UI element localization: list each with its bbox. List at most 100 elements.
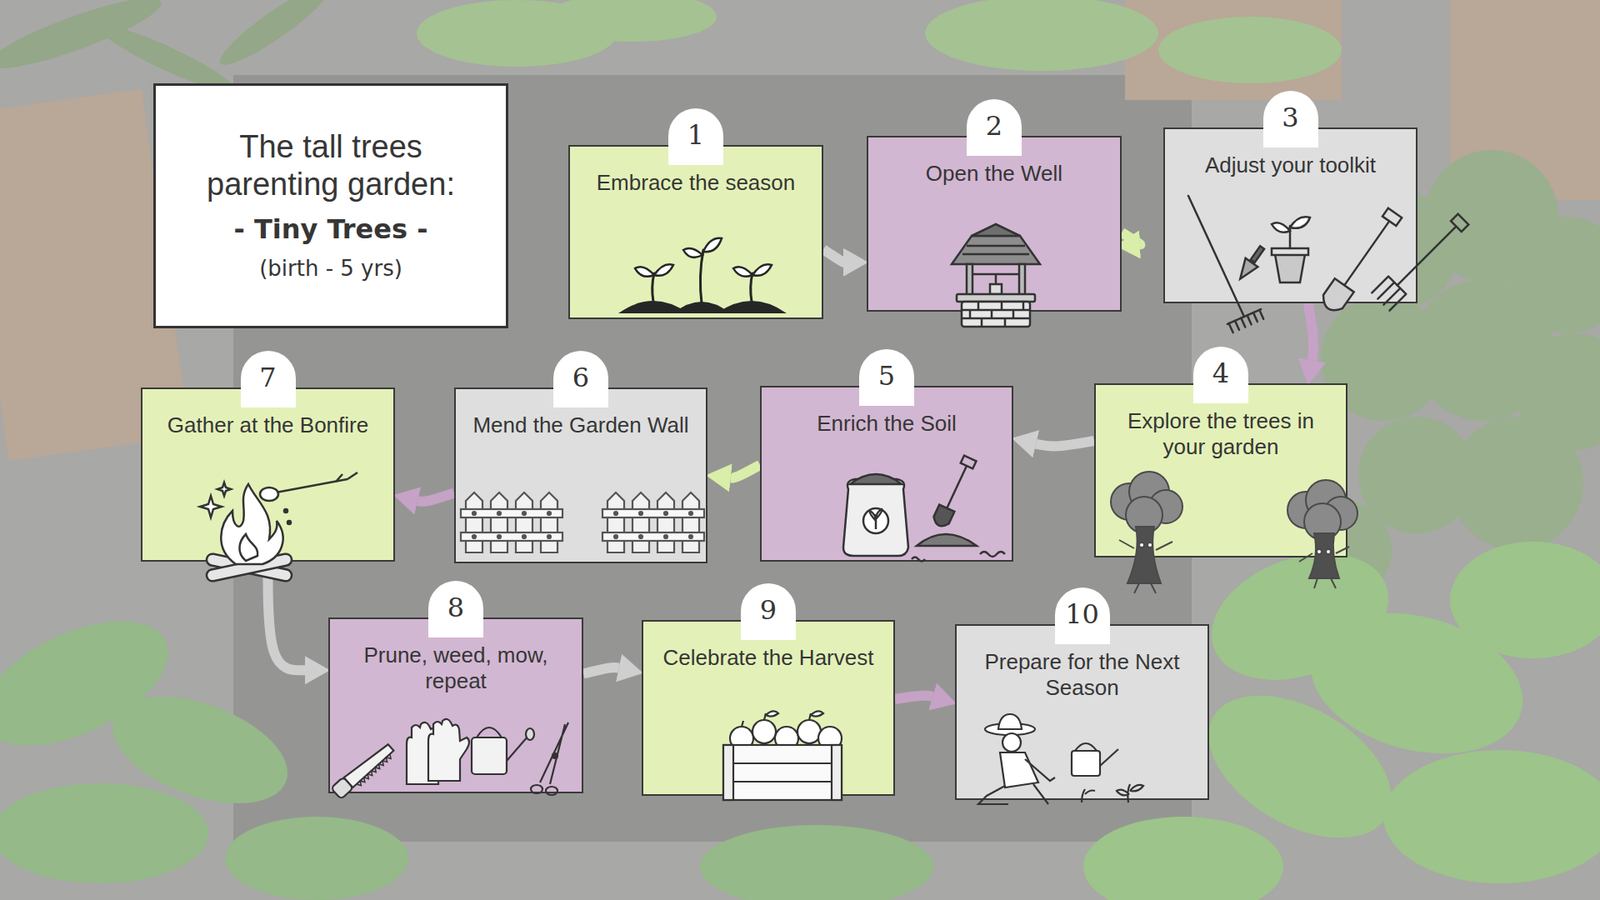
garden-tools-icon bbox=[1450, 214, 1469, 232]
tree-characters-icon bbox=[1110, 471, 1358, 594]
step-number: 6 bbox=[553, 350, 609, 408]
bonfire-icon bbox=[287, 520, 291, 525]
step-box: 9Celebrate the Harvest bbox=[641, 620, 895, 796]
pruning-tools-icon bbox=[525, 728, 535, 740]
step-number: 4 bbox=[1193, 346, 1249, 404]
tree-characters-icon bbox=[1316, 549, 1322, 555]
tree-characters-icon bbox=[1324, 496, 1358, 530]
step-box: 7Gather at the Bonfire bbox=[140, 387, 395, 562]
sprouts-icon bbox=[733, 266, 753, 277]
step-title: Prepare for the Next Season bbox=[966, 649, 1198, 701]
garden-tools-icon bbox=[1271, 222, 1290, 233]
sprouts-icon bbox=[673, 301, 730, 314]
well-icon bbox=[1019, 264, 1025, 296]
gardener-icon bbox=[1033, 784, 1049, 805]
soil-bag-icon bbox=[931, 505, 955, 530]
tree-characters-icon bbox=[1299, 546, 1350, 589]
garden-tools-icon bbox=[1318, 206, 1405, 316]
pruning-tools-icon bbox=[540, 722, 569, 785]
garden-tools-icon bbox=[1382, 208, 1402, 226]
sprouts-icon bbox=[703, 238, 722, 252]
tree-characters-icon bbox=[1287, 480, 1358, 540]
tree-characters-icon bbox=[1287, 491, 1325, 529]
garden-tools-icon bbox=[1234, 243, 1269, 284]
step-number: 9 bbox=[740, 583, 796, 640]
bonfire-icon bbox=[275, 479, 348, 493]
step-box: 1Embrace the season bbox=[568, 145, 824, 320]
tree-characters-icon bbox=[1119, 540, 1173, 594]
bonfire-icon bbox=[284, 509, 288, 513]
sprouts-icon bbox=[752, 264, 772, 276]
soil-bag-icon bbox=[850, 474, 902, 485]
gardener-icon bbox=[978, 714, 1144, 805]
garden-tools-icon bbox=[1290, 216, 1310, 229]
sprouts-icon bbox=[635, 238, 772, 277]
step-number: 10 bbox=[1055, 587, 1110, 645]
step-box: 2Open the Well bbox=[866, 135, 1122, 312]
harvest-crate-icon bbox=[818, 726, 842, 750]
garden-tools-icon bbox=[1227, 309, 1261, 325]
garden-tools-icon bbox=[1229, 310, 1264, 333]
soil-bag-icon bbox=[870, 509, 883, 530]
soil-bag-icon bbox=[916, 534, 977, 546]
sprouts-icon bbox=[618, 300, 689, 314]
tree-characters-icon bbox=[1139, 542, 1145, 548]
harvest-crate-icon bbox=[730, 726, 754, 750]
garden-tools-icon bbox=[1188, 195, 1245, 317]
tree-characters-icon bbox=[1304, 503, 1341, 540]
tree-characters-icon bbox=[1110, 471, 1183, 534]
tree-characters-icon bbox=[1147, 542, 1153, 548]
harvest-crate-icon bbox=[765, 710, 779, 716]
garden-tools-icon bbox=[1371, 276, 1406, 311]
gardener-icon bbox=[1025, 759, 1055, 781]
flow-arrow bbox=[1035, 440, 1095, 447]
sprouts-icon bbox=[750, 273, 753, 302]
tree-characters-icon bbox=[1125, 496, 1163, 534]
pruning-tools-icon bbox=[476, 727, 529, 761]
soil-bag-icon bbox=[960, 455, 977, 470]
step-box: 3Adjust your toolkit bbox=[1163, 127, 1418, 304]
garden-tools-icon bbox=[1188, 195, 1473, 334]
step-title: Gather at the Bonfire bbox=[152, 412, 384, 439]
well-icon bbox=[966, 264, 973, 296]
well-icon bbox=[961, 301, 1030, 327]
pruning-tools-icon bbox=[471, 737, 507, 775]
gardener-icon bbox=[1000, 752, 1039, 788]
flow-arrow bbox=[823, 249, 844, 262]
fence-section bbox=[460, 492, 563, 553]
gardener-icon bbox=[1081, 789, 1095, 803]
soil-bag-icon bbox=[980, 551, 1005, 557]
gardener-icon bbox=[978, 785, 1009, 805]
title-box: The tall trees parenting garden:- Tiny T… bbox=[153, 83, 509, 329]
garden-tools-icon bbox=[1271, 248, 1309, 255]
step-title: Celebrate the Harvest bbox=[653, 645, 884, 671]
tree-characters-icon bbox=[1129, 471, 1170, 512]
tree-characters-icon bbox=[1305, 480, 1346, 520]
step-number: 2 bbox=[966, 99, 1022, 156]
gardener-icon bbox=[1075, 743, 1119, 766]
sprouts-icon bbox=[652, 273, 655, 302]
step-number: 3 bbox=[1263, 90, 1319, 148]
tree-characters-icon bbox=[1309, 533, 1340, 579]
flow-arrow bbox=[417, 493, 455, 502]
well-icon bbox=[971, 224, 1020, 236]
garden-tools-icon bbox=[1234, 258, 1259, 284]
pruning-tools-icon bbox=[406, 722, 448, 785]
soil-bag-icon bbox=[843, 455, 1005, 562]
title-heading: The tall trees parenting garden: bbox=[172, 128, 490, 205]
step-box: 5Enrich the Soil bbox=[760, 385, 1014, 562]
garden-tools-icon bbox=[1275, 254, 1305, 283]
gardener-icon bbox=[1071, 750, 1100, 776]
sprouts-icon bbox=[618, 300, 787, 314]
garden-tools-icon bbox=[1397, 226, 1457, 286]
bonfire-icon bbox=[260, 487, 279, 501]
pruning-tools-icon bbox=[530, 785, 543, 794]
pruning-tools-icon bbox=[356, 754, 393, 788]
gardener-icon bbox=[1116, 784, 1144, 803]
bonfire-icon bbox=[200, 495, 222, 518]
tree-characters-icon bbox=[1110, 483, 1148, 520]
step-box: 8Prune, weed, mow, repeat bbox=[328, 617, 584, 794]
bonfire-icon bbox=[335, 472, 358, 482]
flow-arrow bbox=[583, 667, 620, 675]
